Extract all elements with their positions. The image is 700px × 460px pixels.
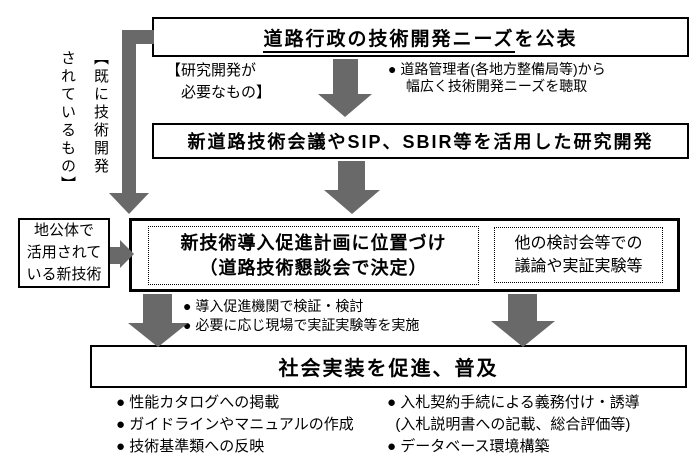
elbow-arrow-head-icon (109, 193, 149, 214)
down-arrow-3-head-icon (128, 323, 188, 347)
needs-gathering-bullet: ● 道路管理者(各地方整備局等)から 幅広く技術開発ニーズを聴取 (388, 61, 606, 94)
publish-needs-box: 道路行政の技術開発ニーズを公表 (152, 17, 689, 57)
local-gov-tech-box: 地公体で 活用されて いる新技術 (18, 218, 110, 288)
down-arrow-1-shaft (333, 59, 358, 95)
already-developed-vertical-label: 【既に技術開発 されているもの】 (59, 50, 109, 194)
right-arrow-head-icon (120, 240, 134, 268)
catalog-bullets: ● 性能カタログへの掲載 ● ガイドラインやマニュアルの作成 ● 技術基準類への… (116, 394, 354, 455)
elbow-arrow-vertical-shaft (122, 30, 136, 194)
publish-needs-title-suffix: を公表 (514, 28, 578, 50)
down-arrow-1-head-icon (318, 94, 372, 117)
verification-bullets: ● 導入促進機関で検証・検討 ● 必要に応じ現場で実証実験等を実施 (183, 298, 420, 333)
rd-needed-label: 【研究開発が 必要なもの】 (166, 62, 272, 101)
research-dev-box: 新道路技術会議やSIP、SBIR等を活用した研究開発 (152, 123, 689, 159)
down-arrow-2-head-icon (324, 190, 380, 214)
publish-needs-title-underlined: 道路行政の技術開発ニーズ (263, 28, 515, 53)
procurement-bullets: ● 入札契約手続による義務付け・誘導 (入札説明書への記載、総合評価等) ● デ… (387, 394, 640, 455)
right-arrow-shaft (110, 247, 120, 264)
down-arrow-4-head-icon (491, 321, 555, 347)
other-committee-box: 他の検討会等での 議論や実証実験等 (494, 227, 663, 283)
down-arrow-3-shaft (143, 294, 172, 324)
publish-needs-title: 道路行政の技術開発ニーズを公表 (263, 24, 578, 53)
down-arrow-2-shaft (338, 161, 365, 191)
plan-title-box: 新技術導入促進計画に位置づけ （道路技術懇談会で決定） (148, 226, 479, 285)
social-implementation-box: 社会実装を促進、普及 (90, 345, 687, 388)
down-arrow-4-shaft (508, 294, 537, 322)
